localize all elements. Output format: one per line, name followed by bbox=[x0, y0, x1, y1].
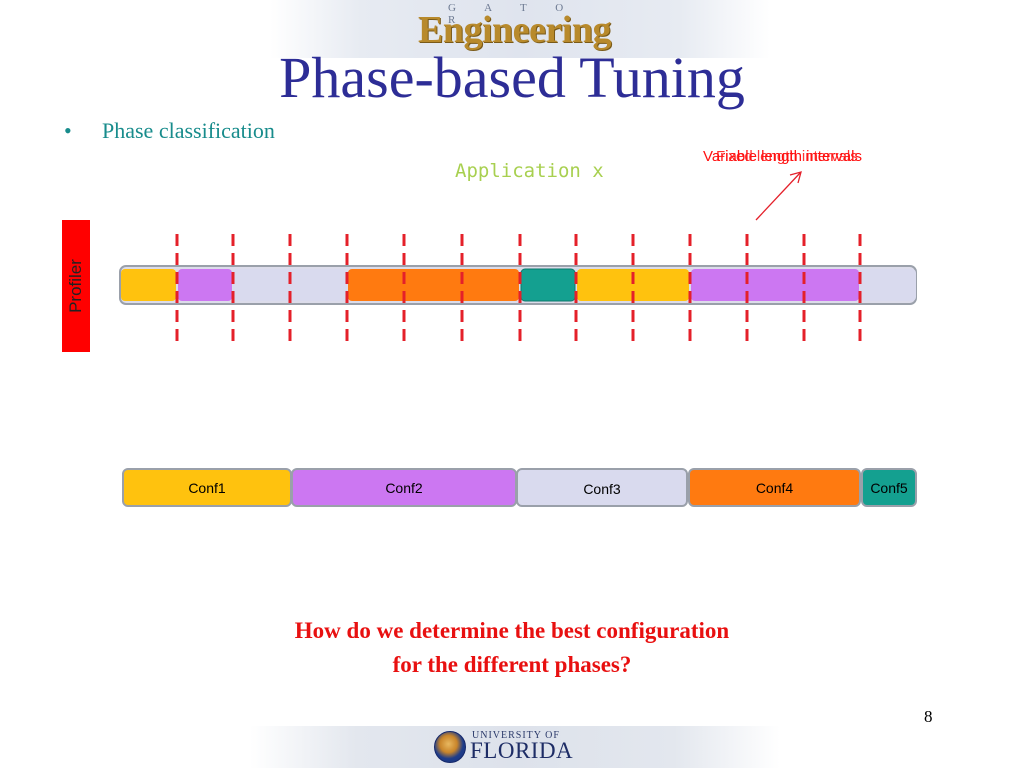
uf-florida-text: FLORIDA bbox=[470, 738, 574, 763]
arrow-head-icon bbox=[789, 171, 802, 184]
interval-arrow bbox=[755, 171, 802, 221]
config-label-5: Conf5 bbox=[870, 480, 908, 496]
slide-title: Phase-based Tuning bbox=[279, 45, 745, 110]
timeline-bar bbox=[119, 265, 917, 305]
logo-engineering-text: Engineering bbox=[418, 9, 611, 51]
uf-logo: UNIVERSITY OF FLORIDA bbox=[434, 728, 584, 766]
logo-gator-text: G A T O R bbox=[448, 2, 577, 26]
question-line-1: How do we determine the best configurati… bbox=[294, 618, 730, 643]
profiler-tab: Profiler bbox=[62, 220, 90, 352]
variable-interval-label: Variable length intervals bbox=[703, 148, 862, 165]
fixed-interval-label: Fixed length intervals bbox=[716, 148, 858, 165]
bullet-item: • Phase classification bbox=[64, 118, 275, 144]
footer-banner bbox=[250, 726, 780, 768]
bullet-text: Phase classification bbox=[102, 118, 275, 143]
config-block-5 bbox=[861, 468, 917, 507]
question-line-2: for the different phases? bbox=[392, 652, 632, 677]
timeline-segment bbox=[233, 269, 347, 301]
timeline-segment bbox=[178, 269, 232, 301]
config-bar: Conf1 Conf2 Conf3 Conf4 Conf5 bbox=[122, 468, 917, 507]
uf-univ-text: UNIVERSITY OF bbox=[472, 730, 560, 741]
question-text: How do we determine the best configurati… bbox=[0, 614, 1024, 682]
timeline-segment bbox=[121, 269, 176, 301]
config-label-4: Conf4 bbox=[756, 480, 794, 496]
page-number: 8 bbox=[924, 707, 933, 726]
timeline-segment bbox=[691, 269, 859, 301]
timeline-segment bbox=[520, 268, 576, 302]
config-label-3: Conf3 bbox=[583, 481, 621, 497]
application-label: Application x bbox=[455, 160, 604, 182]
config-label-2: Conf2 bbox=[385, 480, 423, 496]
arrow-line bbox=[755, 172, 801, 221]
timeline-segment bbox=[577, 269, 689, 301]
interval-dividers bbox=[175, 234, 862, 348]
config-block-4 bbox=[688, 468, 861, 507]
config-label-1: Conf1 bbox=[188, 480, 226, 496]
uf-seal-icon bbox=[434, 731, 466, 763]
header-banner bbox=[270, 0, 770, 58]
timeline-segment bbox=[348, 269, 519, 301]
config-block-3 bbox=[516, 468, 688, 507]
bullet-marker: • bbox=[64, 118, 72, 143]
gator-engineering-logo: G A T O R Engineering bbox=[418, 2, 611, 54]
timeline-segment bbox=[860, 269, 916, 301]
